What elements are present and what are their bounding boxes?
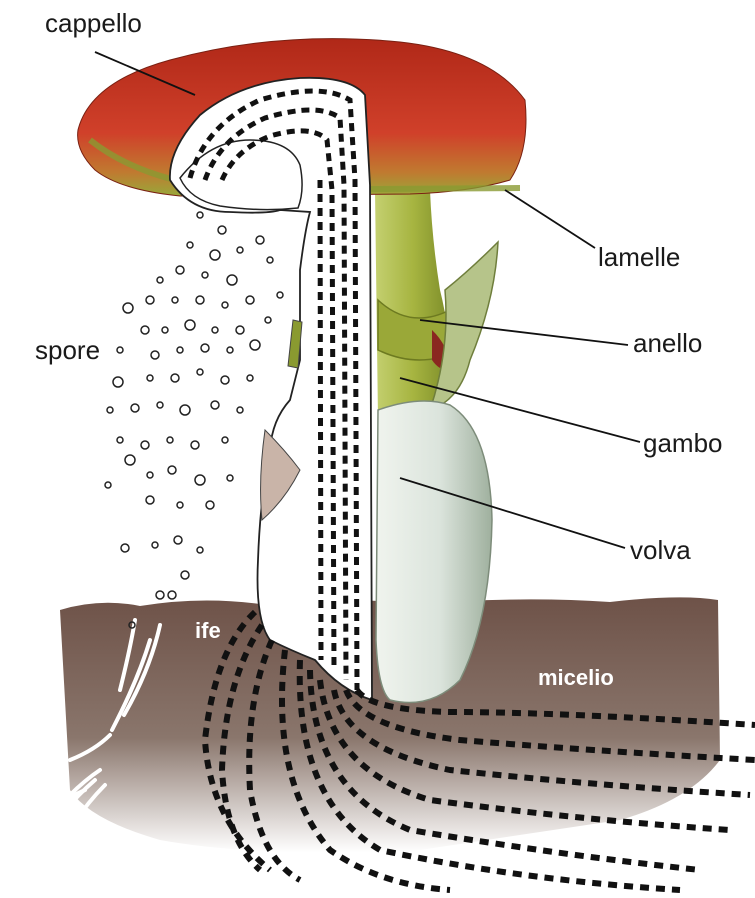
label-volva: volva: [630, 535, 691, 566]
label-micelio: micelio: [538, 665, 614, 691]
label-gambo: gambo: [643, 428, 723, 459]
label-spore: spore: [35, 335, 100, 366]
label-cappello: cappello: [45, 8, 142, 39]
label-anello: anello: [633, 328, 702, 359]
label-lamelle: lamelle: [598, 242, 680, 273]
label-ife: ife: [195, 618, 221, 644]
spores: [105, 212, 283, 628]
